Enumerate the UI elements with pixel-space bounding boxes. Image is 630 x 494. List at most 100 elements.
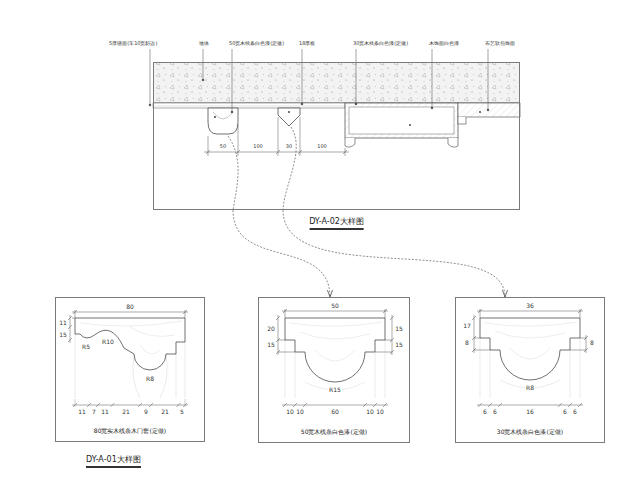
detail-frame: 50宽木线条白色漆(定做)	[258, 297, 410, 443]
dimension-label: R8	[145, 375, 155, 382]
moulding-profile-part	[208, 108, 238, 134]
material-label: 5厚镜面(车10宽斜边)	[108, 40, 158, 46]
wall-section-part	[153, 103, 345, 108]
callout-curve-part	[283, 127, 296, 210]
material-label: 布艺软包饰面	[484, 40, 516, 46]
dimension-label: 20	[266, 325, 276, 332]
dimension-label: 100	[252, 143, 264, 149]
fabric-panel-part	[458, 117, 466, 124]
frame-caption: 80宽实木线条木门套(定做)	[94, 427, 166, 434]
dimension-line-part	[478, 309, 582, 318]
moulding-profile-part	[213, 112, 233, 119]
dimension-line-part	[68, 316, 75, 342]
dimension-line-part	[392, 315, 393, 355]
dimension-label: 15	[394, 325, 404, 332]
dimension-line-part	[478, 403, 582, 407]
wood-panel	[345, 103, 458, 147]
wood-grain	[80, 321, 577, 361]
dimension-label: 7	[91, 408, 97, 415]
leader-line-part	[301, 103, 303, 105]
wall-section	[153, 62, 520, 108]
detail-frame: 80宽实木线条木门套(定做)DY-A-01大样图	[55, 297, 205, 442]
wood-grain-part	[485, 322, 577, 359]
dimension-label: 5	[179, 408, 185, 415]
dimension-line-part	[70, 315, 71, 343]
callout-curve-part	[228, 136, 238, 210]
dimension-label: 8	[589, 339, 595, 346]
dimension-label: 21	[121, 408, 131, 415]
moulding-profile-part	[480, 318, 580, 380]
dimension-line-part	[72, 312, 188, 313]
callout-connector	[283, 210, 505, 297]
dimension-label: 21	[160, 408, 170, 415]
fabric-panel-part	[458, 103, 520, 117]
dimension-label: 6	[482, 408, 488, 415]
dimension-line-part	[204, 152, 349, 153]
dimension-label: R15	[328, 386, 342, 393]
wall-section-part	[153, 62, 520, 103]
wood-panel-part	[345, 103, 458, 138]
leader-line-part	[150, 49, 151, 105]
leader-line-part	[432, 49, 433, 108]
dimension-label: 10	[295, 408, 305, 415]
leader-line-part	[149, 104, 151, 106]
dimension-label: 9	[143, 408, 149, 415]
dimension-label: R10	[101, 338, 115, 345]
callout-curve	[228, 127, 296, 210]
wood-grain-part	[290, 322, 382, 361]
leader-line-part	[232, 49, 233, 112]
frame-caption: 50宽木线条白色漆(定做)	[301, 428, 367, 435]
wall-section-part	[153, 106, 345, 107]
dimension-line	[204, 117, 349, 156]
detail-title: DY-A-01大样图	[86, 455, 141, 468]
wood-grain-part	[80, 321, 182, 354]
dimension-label: 17	[462, 322, 472, 329]
dimension-line-part	[282, 311, 388, 312]
moulding-profile-part	[214, 116, 216, 118]
dimension-label: R5	[81, 343, 91, 350]
dimension-line-part	[375, 316, 394, 354]
dimension-line-part	[276, 316, 295, 354]
fabric-panel-part	[479, 111, 481, 113]
dimension-line-part	[570, 336, 588, 352]
dimension-label: 36	[525, 302, 535, 309]
wood-panel-part	[409, 124, 411, 126]
leader-line-part	[203, 49, 204, 80]
dimension-label: 6	[572, 408, 578, 415]
leader-line-part	[487, 109, 489, 111]
leader-line	[149, 49, 489, 113]
dimension-line	[68, 309, 588, 407]
dimension-label: 50	[219, 143, 227, 149]
material-label: 50宽木线条白色漆(定做)	[228, 40, 285, 46]
dimension-line-part	[75, 399, 185, 407]
moulding-profile	[75, 318, 580, 382]
dimension-label: 80	[125, 303, 135, 310]
leader-line-part	[231, 111, 233, 113]
dimension-label: 8	[464, 339, 470, 346]
dimension-label: 100	[316, 143, 328, 149]
detail-frame: 30宽木线条白色漆(定做)	[455, 297, 605, 443]
dimension-label: 60	[330, 408, 340, 415]
leader-line-part	[488, 49, 489, 110]
dimension-line-part	[73, 403, 187, 407]
dimension-line-part	[283, 309, 387, 318]
dimension-label: 11	[58, 319, 68, 326]
dimension-label: R8	[525, 384, 535, 391]
material-label: 18厚板	[298, 40, 316, 46]
arrow-head	[502, 290, 507, 297]
moulding-profile-part	[278, 108, 300, 126]
dimension-label: 11	[100, 408, 110, 415]
material-label: 墙体	[198, 40, 210, 46]
dimension-label: 10	[285, 408, 295, 415]
material-label: 30宽木线条白色漆(定做)	[352, 40, 409, 46]
dimension-label: 50	[330, 302, 340, 309]
dimension-line-part	[472, 316, 490, 352]
moulding-profile-part	[285, 318, 385, 382]
leader-line-part	[355, 103, 357, 105]
wood-panel-part	[448, 138, 458, 147]
dimension-label: 6	[562, 408, 568, 415]
dimension-label: 15	[58, 331, 68, 338]
moulding-profile-part	[288, 111, 290, 113]
dimension-line-part	[283, 403, 387, 407]
